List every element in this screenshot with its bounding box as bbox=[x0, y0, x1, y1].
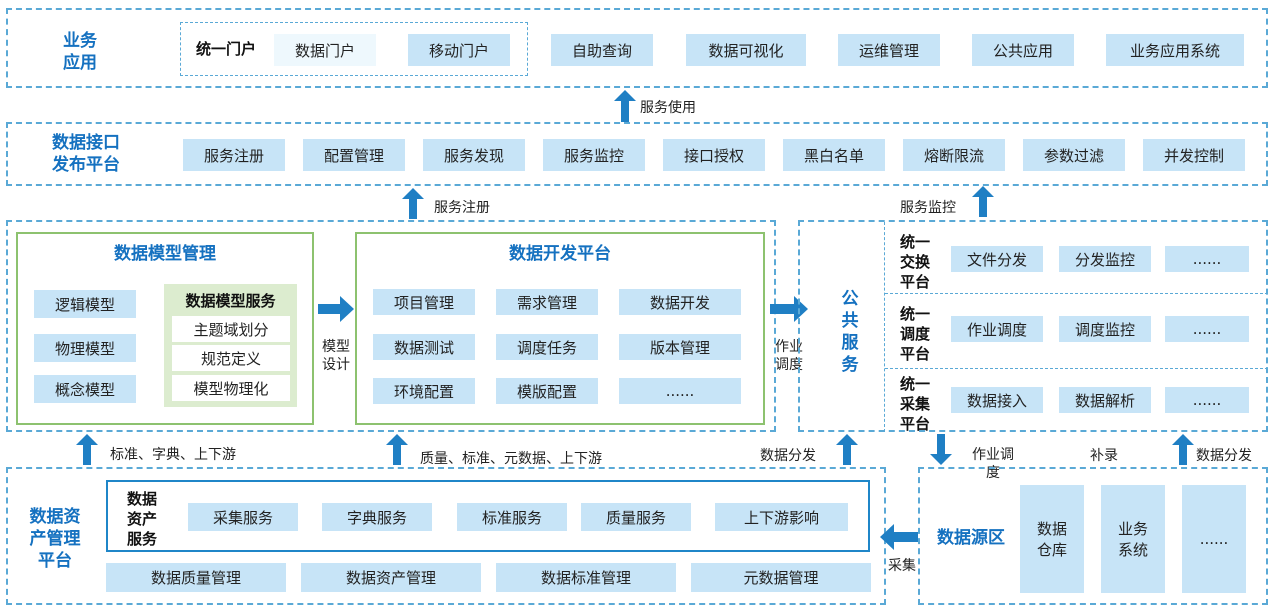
portal-item-data[interactable]: 数据门户 bbox=[274, 34, 376, 66]
asset-dict-service[interactable]: 字典服务 bbox=[322, 503, 432, 531]
model-service-physicalize[interactable]: 模型物理化 bbox=[172, 375, 290, 401]
dev-env-config[interactable]: 环境配置 bbox=[373, 378, 475, 404]
model-service-spec-define[interactable]: 规范定义 bbox=[172, 345, 290, 371]
label-service-register: 服务注册 bbox=[434, 200, 490, 216]
exchange-more[interactable]: ...... bbox=[1165, 246, 1249, 272]
asset-quality-service[interactable]: 质量服务 bbox=[581, 503, 691, 531]
app-self-query[interactable]: 自助查询 bbox=[551, 34, 653, 66]
label-model-design: 模型设计 bbox=[322, 339, 350, 373]
label-job-schedule: 作业调度 bbox=[775, 339, 803, 373]
iface-concurrency-control[interactable]: 并发控制 bbox=[1143, 139, 1245, 171]
iface-interface-auth[interactable]: 接口授权 bbox=[663, 139, 765, 171]
public-service-section bbox=[798, 220, 1268, 432]
asset-service-title: 数据资产服务 bbox=[126, 490, 157, 548]
arrow-right-model-design bbox=[318, 296, 354, 322]
asset-lineage-service[interactable]: 上下游影响 bbox=[715, 503, 848, 531]
exchange-platform-title: 统一交换平台 bbox=[899, 233, 930, 291]
data-source-title: 数据源区 bbox=[937, 528, 1005, 548]
app-public-application[interactable]: 公共应用 bbox=[972, 34, 1074, 66]
model-dev-section bbox=[6, 220, 776, 432]
iface-circuit-breaker[interactable]: 熔断限流 bbox=[903, 139, 1005, 171]
iface-param-filter[interactable]: 参数过滤 bbox=[1023, 139, 1125, 171]
arrow-up-data-dist-right bbox=[1172, 434, 1194, 465]
app-data-visualization[interactable]: 数据可视化 bbox=[686, 34, 806, 66]
arrow-up-service-use bbox=[614, 90, 636, 122]
schedule-monitor[interactable]: 调度监控 bbox=[1059, 316, 1151, 342]
exchange-file-dist[interactable]: 文件分发 bbox=[951, 246, 1043, 272]
schedule-more[interactable]: ...... bbox=[1165, 316, 1249, 342]
dev-requirement-mgmt[interactable]: 需求管理 bbox=[496, 289, 598, 315]
arrow-up-service-monitor bbox=[972, 186, 994, 217]
interface-platform-title: 数据接口发布平台 bbox=[52, 133, 120, 175]
source-more[interactable]: ...... bbox=[1182, 485, 1246, 593]
dev-template-config[interactable]: 模版配置 bbox=[496, 378, 598, 404]
source-data-warehouse[interactable]: 数据仓库 bbox=[1020, 485, 1084, 593]
unified-portal-label: 统一门户 bbox=[195, 40, 256, 58]
iface-service-register[interactable]: 服务注册 bbox=[183, 139, 285, 171]
unified-portal-box bbox=[180, 22, 528, 76]
model-mgmt-box bbox=[16, 232, 314, 425]
dev-more[interactable]: ...... bbox=[619, 378, 741, 404]
portal-item-mobile[interactable]: 移动门户 bbox=[408, 34, 510, 66]
app-ops-management[interactable]: 运维管理 bbox=[838, 34, 940, 66]
public-service-divider-1 bbox=[885, 293, 1268, 294]
model-physical[interactable]: 物理模型 bbox=[34, 334, 136, 362]
public-service-title: 公共 服务 bbox=[841, 289, 859, 375]
asset-collect-service[interactable]: 采集服务 bbox=[188, 503, 298, 531]
asset-service-box bbox=[106, 480, 870, 552]
exchange-dist-monitor[interactable]: 分发监控 bbox=[1059, 246, 1151, 272]
schedule-platform-title: 统一调度平台 bbox=[899, 305, 930, 363]
collect-platform-title: 统一采集平台 bbox=[899, 375, 930, 433]
iface-black-white-list[interactable]: 黑白名单 bbox=[783, 139, 885, 171]
dev-platform-title: 数据开发平台 bbox=[509, 244, 611, 264]
schedule-job[interactable]: 作业调度 bbox=[951, 316, 1043, 342]
interface-platform-section bbox=[6, 122, 1268, 186]
public-service-divider-2 bbox=[885, 368, 1268, 369]
business-app-title: 业务应用 bbox=[63, 31, 97, 73]
arrow-down-job-schedule bbox=[930, 434, 952, 465]
dev-version-mgmt[interactable]: 版本管理 bbox=[619, 334, 741, 360]
asset-standard-mgmt[interactable]: 数据标准管理 bbox=[496, 563, 676, 592]
arrow-up-service-register bbox=[402, 188, 424, 219]
asset-platform-title: 数据资产管理平台 bbox=[29, 507, 81, 571]
label-data-dist-right: 数据分发 bbox=[1196, 448, 1252, 464]
model-logical[interactable]: 逻辑模型 bbox=[34, 290, 136, 318]
collect-more[interactable]: ...... bbox=[1165, 387, 1249, 413]
asset-asset-mgmt[interactable]: 数据资产管理 bbox=[301, 563, 481, 592]
label-data-dist-left: 数据分发 bbox=[760, 448, 816, 464]
dev-platform-box bbox=[355, 232, 765, 425]
business-app-section bbox=[6, 8, 1268, 88]
label-supplement: 补录 bbox=[1090, 448, 1118, 464]
arrow-up-std-dict bbox=[76, 434, 98, 465]
dev-schedule-task[interactable]: 调度任务 bbox=[496, 334, 598, 360]
source-business-system[interactable]: 业务系统 bbox=[1101, 485, 1165, 593]
arrow-up-data-dist-left bbox=[836, 434, 858, 465]
label-service-use: 服务使用 bbox=[640, 100, 696, 116]
dev-project-mgmt[interactable]: 项目管理 bbox=[373, 289, 475, 315]
iface-service-monitor[interactable]: 服务监控 bbox=[543, 139, 645, 171]
collect-data-access[interactable]: 数据接入 bbox=[951, 387, 1043, 413]
arrow-up-quality-std-meta bbox=[386, 434, 408, 465]
model-service-subject-domain[interactable]: 主题域划分 bbox=[172, 316, 290, 342]
data-source-section bbox=[918, 467, 1268, 605]
asset-standard-service[interactable]: 标准服务 bbox=[457, 503, 567, 531]
app-business-system[interactable]: 业务应用系统 bbox=[1106, 34, 1244, 66]
dev-data-test[interactable]: 数据测试 bbox=[373, 334, 475, 360]
asset-metadata-mgmt[interactable]: 元数据管理 bbox=[691, 563, 871, 592]
label-quality-std-meta: 质量、标准、元数据、上下游 bbox=[420, 451, 602, 467]
arrow-left-collect bbox=[880, 524, 918, 550]
label-std-dict: 标准、字典、上下游 bbox=[110, 447, 236, 463]
label-job-schedule-2: 作业调度 bbox=[972, 447, 1014, 481]
iface-config-management[interactable]: 配置管理 bbox=[303, 139, 405, 171]
iface-service-discovery[interactable]: 服务发现 bbox=[423, 139, 525, 171]
collect-data-parse[interactable]: 数据解析 bbox=[1059, 387, 1151, 413]
public-service-title-box bbox=[815, 222, 885, 432]
model-mgmt-title: 数据模型管理 bbox=[114, 244, 216, 264]
model-conceptual[interactable]: 概念模型 bbox=[34, 375, 136, 403]
dev-data-develop[interactable]: 数据开发 bbox=[619, 289, 741, 315]
asset-quality-mgmt[interactable]: 数据质量管理 bbox=[106, 563, 286, 592]
label-collect: 采集 bbox=[888, 558, 916, 574]
model-service-title: 数据模型服务 bbox=[185, 292, 276, 310]
label-service-monitor: 服务监控 bbox=[900, 200, 956, 216]
